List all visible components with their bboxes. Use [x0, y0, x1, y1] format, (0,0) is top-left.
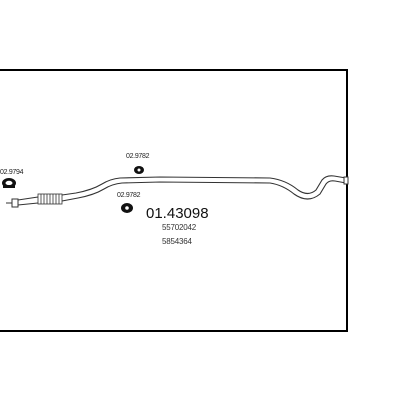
part-number: 01.43098 [146, 205, 209, 222]
clamp-code-label: 02.9794 [0, 169, 24, 176]
clamp-icon [2, 178, 16, 188]
pipe-outline-bottom [17, 180, 347, 206]
flex-pipe-section [37, 193, 63, 205]
exhaust-pipe [17, 175, 347, 206]
pipe-end [343, 176, 349, 185]
oem-reference: 5854364 [162, 237, 192, 246]
rubber-hanger-icon [134, 166, 144, 174]
pipe-outline-top [17, 175, 347, 201]
hanger-code-label-top: 02.9782 [126, 153, 150, 160]
hanger-code-label-bottom: 02.9782 [117, 192, 141, 199]
oem-reference: 55702042 [162, 223, 196, 232]
rubber-hanger-icon [121, 203, 133, 213]
front-flange [6, 198, 19, 208]
